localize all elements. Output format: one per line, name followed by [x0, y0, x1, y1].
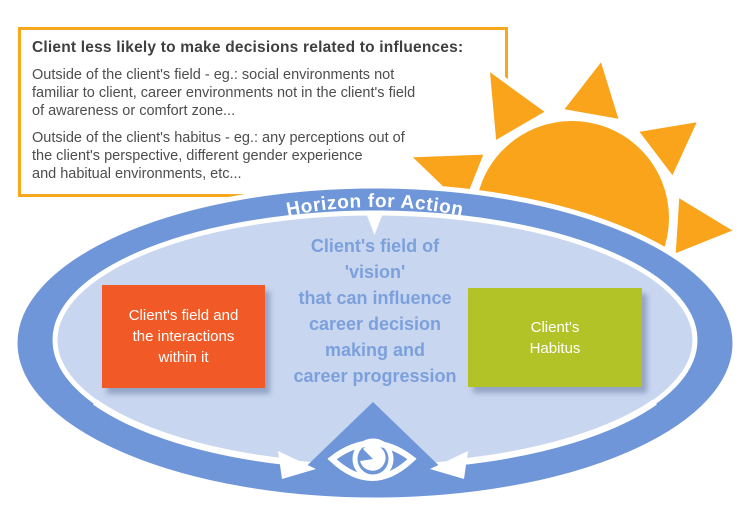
- eye-icon: [327, 438, 417, 481]
- sun-ray-top: [557, 54, 625, 125]
- influences-note-box: Client less likely to make decisions rel…: [18, 27, 508, 197]
- left-arrow-icon: [93, 399, 289, 466]
- eye-pupil: [360, 444, 386, 471]
- sun-ray-upper-right: [632, 116, 704, 183]
- eye-iris: [352, 438, 394, 480]
- rim-arrows: [93, 399, 657, 466]
- influences-note-paragraph-habitus: Outside of the client's habitus - eg.: a…: [32, 130, 405, 182]
- eye-outline: [327, 440, 417, 481]
- sun-ray-upper-left: [484, 64, 552, 147]
- field-of-vision-text: Client's field of 'vision' that can infl…: [293, 236, 457, 386]
- right-arrow-icon: [459, 399, 657, 466]
- right-arrowhead: [430, 451, 468, 479]
- clients-habitus-box: Client's Habitus: [468, 288, 642, 387]
- horizon-notch: [365, 210, 384, 235]
- sun-ray-right: [670, 191, 741, 260]
- influences-note-paragraph-field: Outside of the client's field - eg.: soc…: [32, 67, 416, 119]
- left-arrowhead: [278, 451, 316, 479]
- clients-field-box: Client's field and the interactions with…: [102, 285, 265, 388]
- influences-note-title: Client less likely to make decisions rel…: [32, 39, 464, 56]
